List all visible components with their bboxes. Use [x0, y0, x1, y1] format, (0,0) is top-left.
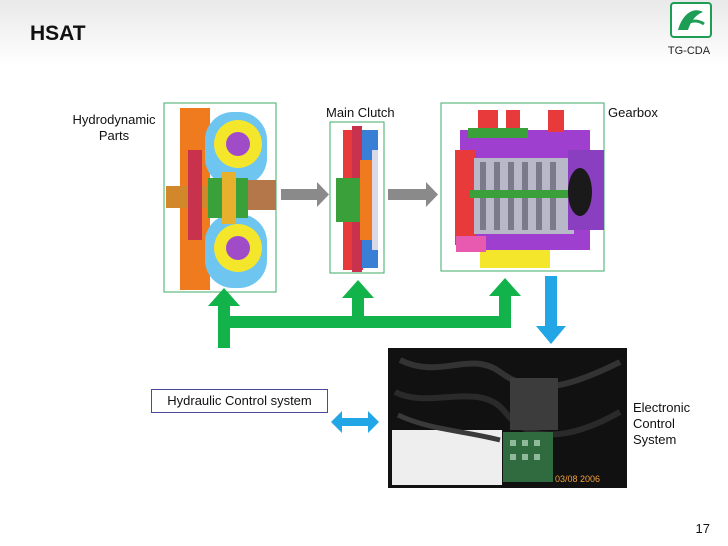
hydrodynamic-parts-label: Hydrodynamic Parts — [72, 112, 156, 143]
blue-down-arrow — [536, 276, 566, 344]
logo-icon — [670, 2, 712, 38]
logo-text: TG-CDA — [667, 45, 711, 57]
main-clutch-label: Main Clutch — [326, 105, 395, 120]
main-clutch-image — [329, 121, 385, 274]
photo-timestamp: 03/08 2006 — [555, 474, 600, 484]
hydrodynamic-parts-image — [163, 102, 277, 293]
green-hydraulic-arrows — [208, 278, 521, 348]
electronic-control-photo — [388, 348, 627, 488]
hydraulic-control-box: Hydraulic Control system — [151, 389, 328, 413]
header-band — [0, 0, 728, 66]
gearbox-label: Gearbox — [608, 105, 658, 120]
slide-title: HSAT — [30, 22, 86, 45]
blue-bidirectional-arrow — [331, 411, 379, 433]
electronic-control-label: Electronic Control System — [633, 400, 691, 447]
page-number: 17 — [695, 521, 710, 536]
gray-arrow — [281, 182, 329, 207]
gearbox-image — [440, 102, 605, 272]
gray-arrow — [388, 182, 438, 207]
